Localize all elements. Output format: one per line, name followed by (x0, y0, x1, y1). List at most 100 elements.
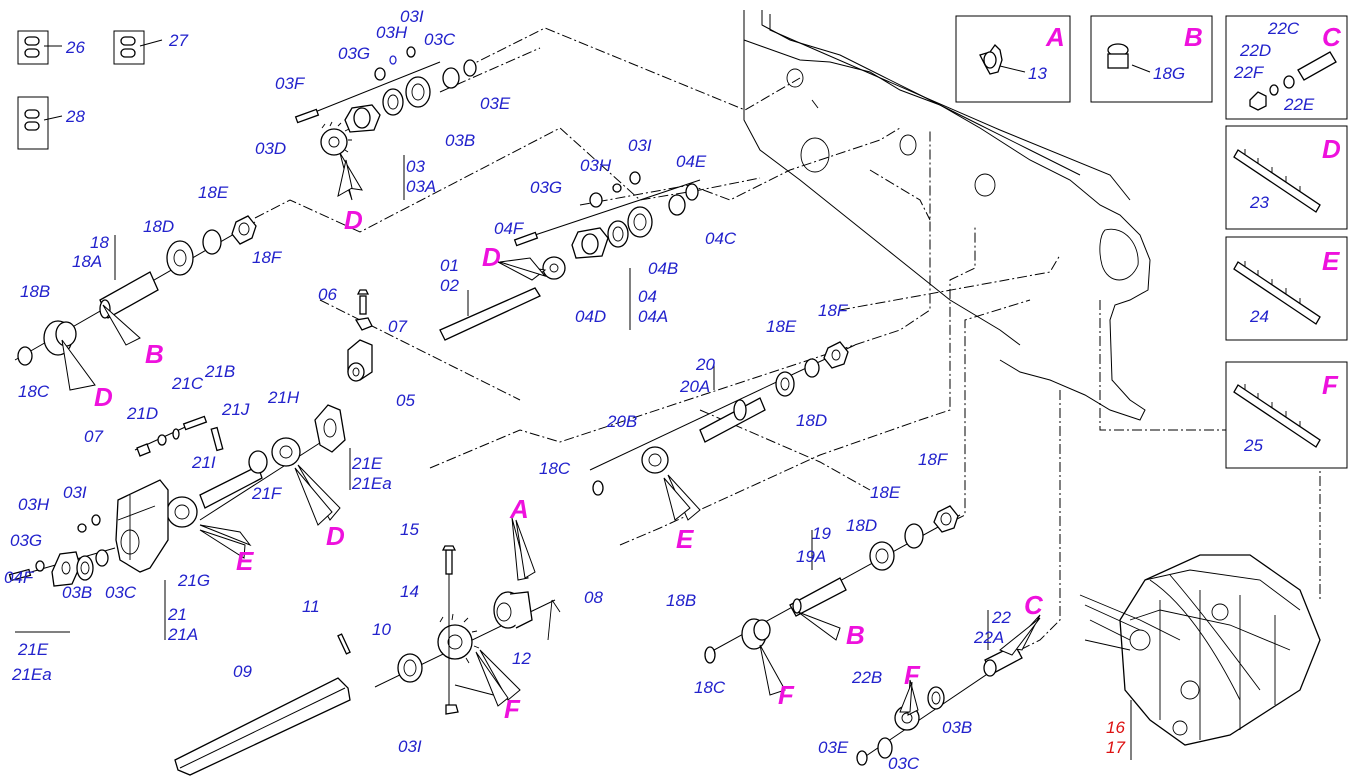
label-21f: 21F (251, 484, 283, 503)
label-03e-b: 03E (818, 738, 849, 757)
label-21: 21 (167, 605, 187, 624)
label-03b-c: 03B (942, 718, 972, 737)
label-26: 26 (65, 38, 85, 57)
label-18e: 18E (198, 183, 229, 202)
label-14: 14 (400, 582, 419, 601)
label-22: 22 (991, 608, 1011, 627)
label-22b: 22B (851, 668, 882, 687)
key-f-2: F (778, 680, 795, 710)
key-d-1: D (344, 205, 363, 235)
label-03h-b: 03H (580, 156, 612, 175)
label-18c: 18C (18, 382, 50, 401)
label-21g: 21G (177, 571, 210, 590)
label-21ea: 21Ea (351, 474, 392, 493)
label-19a: 19A (796, 547, 826, 566)
inset-chain-d (1225, 125, 1348, 230)
label-21b: 21B (204, 362, 235, 381)
label-03c-b: 03C (105, 583, 137, 602)
label-21h: 21H (267, 388, 300, 407)
label-03i-b: 03I (628, 136, 652, 155)
label-03i-c: 03I (63, 483, 87, 502)
label-03a: 03A (406, 177, 436, 196)
label-11: 11 (302, 597, 320, 616)
label-21d: 21D (126, 404, 158, 423)
label-01: 01 (440, 256, 459, 275)
label-19: 19 (812, 524, 831, 543)
assembly-center-lines (254, 27, 1321, 651)
machine-assembly-16-17 (1079, 554, 1321, 760)
label-18d-c: 18D (846, 516, 877, 535)
label-22e: 22E (1283, 95, 1315, 114)
label-08: 08 (584, 588, 603, 607)
label-03i-d: 03I (398, 737, 422, 756)
label-18f-c: 18F (918, 450, 949, 469)
shaft-assembly-20 (589, 341, 856, 521)
key-b-2: B (846, 620, 865, 650)
label-27: 27 (168, 31, 188, 50)
label-04d: 04D (575, 307, 606, 326)
key-f-3: F (904, 660, 921, 690)
inset-letter-d: D (1322, 134, 1341, 164)
label-06: 06 (318, 285, 337, 304)
label-03c: 03C (424, 30, 456, 49)
label-25: 25 (1243, 436, 1263, 455)
label-21e-b: 21E (17, 640, 49, 659)
inset-letter-e: E (1322, 246, 1340, 276)
label-18f-b: 18F (818, 301, 849, 320)
clamp-block-05 (347, 289, 373, 382)
inset-letter-a: A (1045, 22, 1065, 52)
label-04a: 04A (638, 307, 668, 326)
inset-chain-f (1225, 361, 1348, 469)
key-d-4: D (326, 521, 345, 551)
label-20: 20 (695, 355, 715, 374)
label-21e: 21E (351, 454, 383, 473)
label-03c-c: 03C (888, 754, 920, 773)
drive-shaft-01 (439, 287, 541, 341)
label-09: 09 (233, 662, 252, 681)
label-03d: 03D (255, 139, 286, 158)
bearing-assembly-04 (497, 171, 701, 330)
label-18g: 18G (1153, 64, 1185, 83)
label-04b: 04B (648, 259, 678, 278)
label-18b-b: 18B (666, 591, 696, 610)
shaft-assembly-19 (704, 505, 961, 696)
label-21j: 21J (221, 400, 250, 419)
label-18a: 18A (72, 252, 102, 271)
inset-letter-c: C (1322, 22, 1342, 52)
label-21ea-b: 21Ea (11, 665, 52, 684)
sprocket-assembly-22 (856, 610, 1041, 766)
label-04f-b: 04F (4, 568, 35, 587)
key-e-1: E (676, 524, 694, 554)
label-10: 10 (372, 620, 391, 639)
label-18e-c: 18E (870, 483, 901, 502)
part-labels: 26 27 28 03G 03H 03I 03C 03E 03F 03B 03D… (4, 7, 1315, 773)
key-c-1: C (1024, 590, 1044, 620)
label-15: 15 (400, 520, 419, 539)
inset-grease-fitting-a (955, 15, 1071, 103)
label-16: 16 (1106, 718, 1125, 737)
inset-bolt-kit-c (1225, 15, 1348, 120)
key-b-1: B (145, 339, 164, 369)
label-20b: 20B (606, 412, 637, 431)
shaft-assembly-18 (14, 215, 257, 391)
key-d-3: D (94, 382, 113, 412)
bearing-assembly-03 (294, 46, 477, 201)
label-23: 23 (1249, 193, 1269, 212)
label-24: 24 (1249, 307, 1269, 326)
label-03g: 03G (338, 44, 370, 63)
label-22c: 22C (1267, 19, 1300, 38)
label-02: 02 (440, 276, 459, 295)
connector-link-28 (17, 96, 63, 150)
label-22a: 22A (973, 628, 1004, 647)
label-21a: 21A (167, 625, 198, 644)
label-28: 28 (65, 107, 85, 126)
side-frame-plate (743, 10, 1151, 421)
reference-letters: D D D D B E E A B F F F C A B C D E F (94, 22, 1342, 724)
label-18b: 18B (20, 282, 50, 301)
label-03i: 03I (400, 7, 424, 26)
label-03h-c: 03H (18, 495, 50, 514)
label-04e: 04E (676, 152, 707, 171)
label-03f: 03F (275, 74, 306, 93)
key-a-1: A (509, 494, 529, 524)
